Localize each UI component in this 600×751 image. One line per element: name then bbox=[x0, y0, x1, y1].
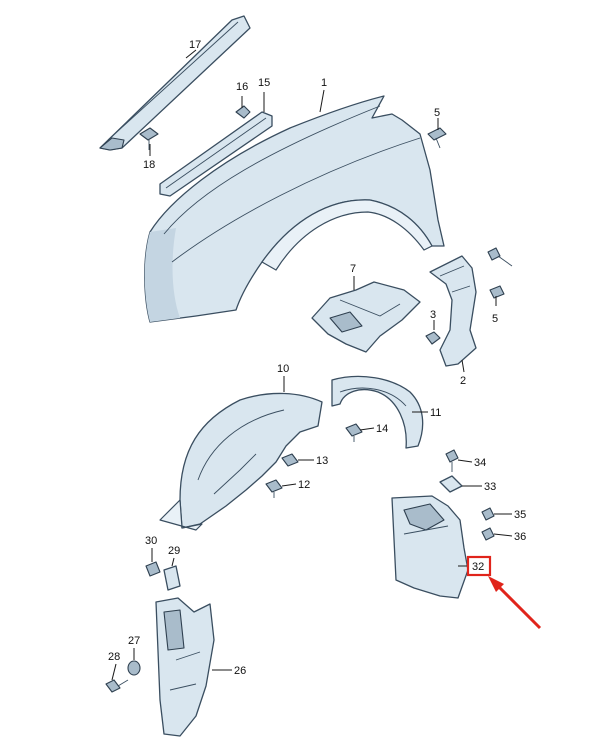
part-29-clip bbox=[163, 565, 181, 591]
part-18-clip bbox=[139, 127, 159, 150]
part-5-bolt-top bbox=[427, 127, 447, 149]
part-15-seal bbox=[159, 111, 273, 197]
part-30-screw bbox=[145, 561, 161, 577]
part-16-nut bbox=[235, 105, 251, 119]
part-27-washer bbox=[127, 660, 141, 676]
part-34-screw bbox=[445, 449, 459, 472]
part-32-mudflap bbox=[391, 495, 469, 599]
highlight-arrowhead bbox=[488, 576, 504, 592]
label-28: 28 bbox=[108, 651, 120, 663]
highlight-arrow bbox=[494, 582, 542, 630]
part-14-clip bbox=[345, 423, 363, 442]
label-13: 13 bbox=[316, 455, 328, 467]
label-30: 30 bbox=[145, 535, 157, 547]
part-11-inner-liner bbox=[331, 375, 424, 449]
label-27: 27 bbox=[128, 635, 140, 647]
label-18: 18 bbox=[143, 159, 155, 171]
part-36-bolt bbox=[481, 527, 495, 541]
label-16: 16 bbox=[236, 81, 248, 93]
label-11: 11 bbox=[430, 407, 441, 419]
part-5-bolt-right bbox=[487, 247, 513, 299]
part-26-mudflap bbox=[155, 597, 215, 737]
part-2-bracket bbox=[429, 255, 477, 367]
part-35-washer bbox=[481, 507, 495, 521]
label-34: 34 bbox=[474, 457, 486, 469]
label-12: 12 bbox=[298, 479, 310, 491]
part-33-clip bbox=[439, 475, 463, 493]
part-1-fender bbox=[144, 95, 445, 323]
label-35: 35 bbox=[514, 509, 526, 521]
label-36: 36 bbox=[514, 531, 526, 543]
label-1: 1 bbox=[321, 77, 327, 89]
label-14: 14 bbox=[376, 423, 388, 435]
label-17: 17 bbox=[189, 39, 201, 51]
part-12-clip bbox=[265, 479, 283, 498]
part-7-bracket bbox=[311, 281, 421, 353]
part-10-liner bbox=[159, 392, 323, 531]
label-2: 2 bbox=[460, 375, 466, 387]
part-3-nut bbox=[425, 331, 441, 345]
highlight-part-32 bbox=[466, 555, 542, 630]
label-26: 26 bbox=[234, 665, 246, 677]
label-7: 7 bbox=[350, 263, 356, 275]
label-32: 32 bbox=[472, 561, 484, 573]
leader-lines bbox=[111, 49, 513, 681]
part-13-nut bbox=[281, 453, 299, 467]
label-29: 29 bbox=[168, 545, 180, 557]
callout-labels: 17 18 16 15 1 5 7 3 2 5 10 11 14 13 12 3… bbox=[108, 39, 526, 677]
label-15: 15 bbox=[258, 77, 270, 89]
label-3: 3 bbox=[430, 309, 436, 321]
highlight-box bbox=[466, 555, 492, 577]
label-5-top: 5 bbox=[434, 107, 440, 119]
label-33: 33 bbox=[484, 481, 496, 493]
part-17-strip bbox=[99, 15, 251, 151]
label-10: 10 bbox=[277, 363, 289, 375]
label-5-right: 5 bbox=[492, 313, 498, 325]
part-28-screw bbox=[105, 679, 129, 693]
